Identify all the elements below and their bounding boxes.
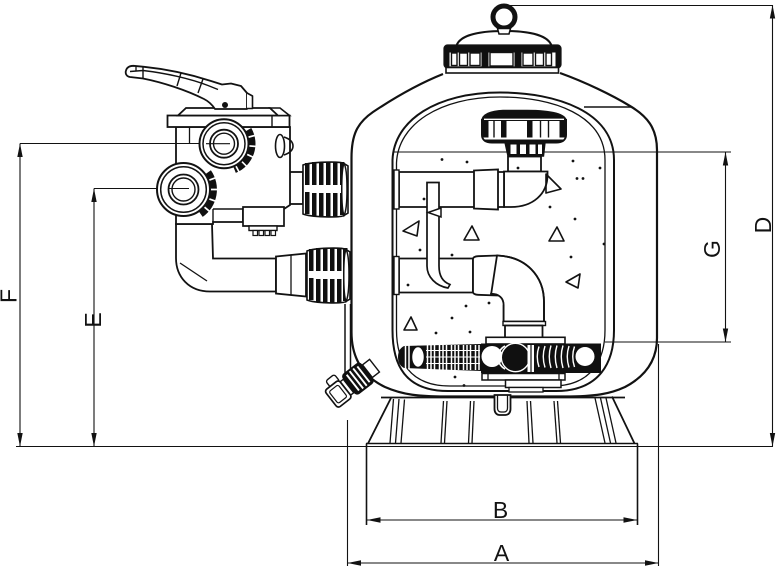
svg-text:B: B bbox=[493, 497, 508, 523]
svg-text:A: A bbox=[494, 540, 510, 566]
svg-text:G: G bbox=[699, 240, 725, 258]
svg-text:D: D bbox=[750, 217, 776, 234]
svg-text:E: E bbox=[80, 312, 106, 327]
svg-text:F: F bbox=[0, 289, 22, 303]
